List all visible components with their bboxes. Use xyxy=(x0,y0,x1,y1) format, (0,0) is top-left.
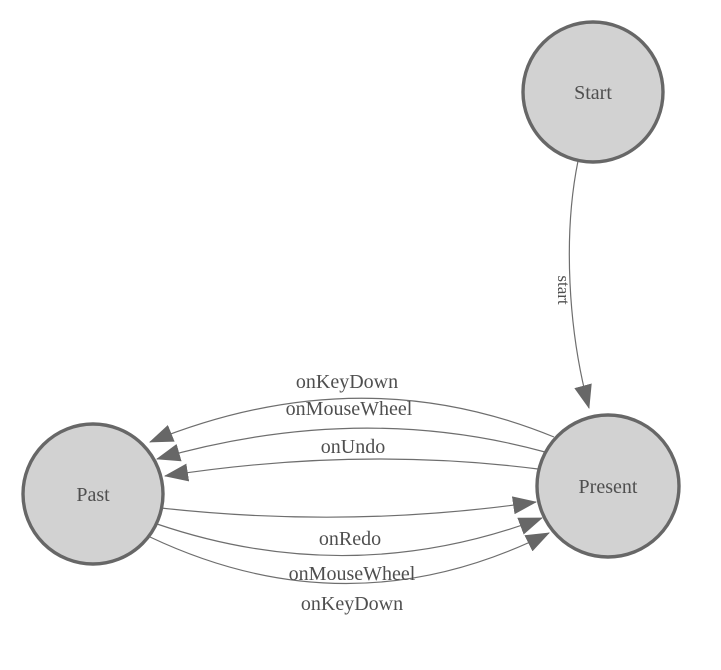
edge-onmousewheel-to-present[interactable] xyxy=(156,517,543,557)
edge-label-onmousewheel-to-past: onMouseWheel xyxy=(286,398,413,420)
edge-onkeydown-to-present[interactable] xyxy=(149,532,550,585)
edge-label-onkeydown-to-past: onKeyDown xyxy=(296,371,398,393)
edge-label-onmousewheel-to-present: onMouseWheel xyxy=(289,563,416,585)
node-circle-start[interactable] xyxy=(521,20,665,164)
edge-label-onkeydown-to-present: onKeyDown xyxy=(301,593,403,615)
node-past[interactable]: Past xyxy=(21,422,165,566)
edges-layer xyxy=(149,160,592,585)
node-present[interactable]: Present xyxy=(535,413,681,559)
edge-onkeydown-to-past[interactable] xyxy=(149,397,555,443)
edge-onundo-to-past[interactable] xyxy=(164,458,539,482)
edge-start-to-present[interactable] xyxy=(568,160,592,409)
edge-label-onundo-to-past: onUndo xyxy=(321,436,385,458)
edge-labels-layer: start onKeyDown onMouseWheel onUndo onRedo on… xyxy=(286,275,573,615)
edge-label-onredo-to-present: onRedo xyxy=(319,528,381,550)
node-circle-present[interactable] xyxy=(535,413,681,559)
edge-label-start-to-present: start xyxy=(554,275,573,305)
node-start[interactable]: Start xyxy=(521,20,665,164)
edge-onmousewheel-to-past[interactable] xyxy=(156,427,546,462)
edge-onredo-to-present[interactable] xyxy=(160,496,537,518)
node-circle-past[interactable] xyxy=(21,422,165,566)
